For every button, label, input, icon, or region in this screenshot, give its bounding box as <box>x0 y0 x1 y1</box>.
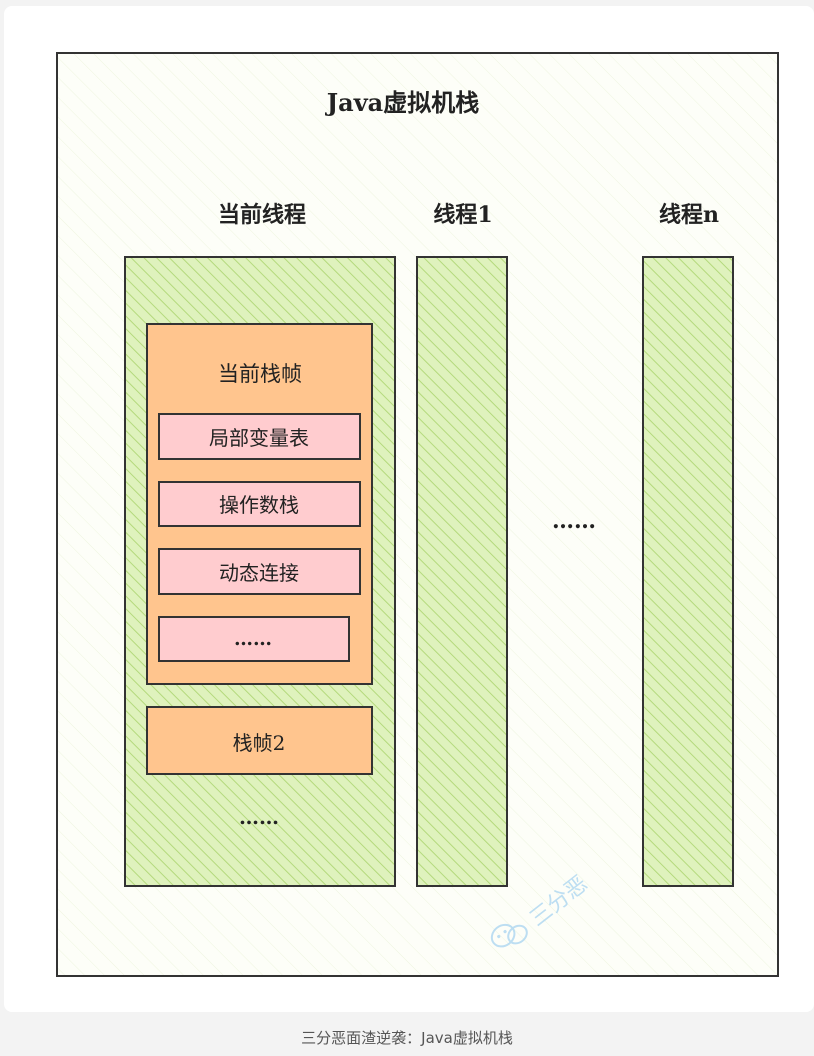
slot-operand-stack-label: 操作数栈 <box>219 493 299 517</box>
diagram-title: Java虚拟机栈 <box>325 88 479 117</box>
threadn-column <box>642 256 734 887</box>
thread1-label: 线程1 <box>433 202 492 228</box>
slot-dynamic-linking <box>158 548 361 595</box>
wechat-icon <box>490 923 528 948</box>
threadn-label: 线程n <box>659 202 719 228</box>
figure-caption: 三分恶面渣逆袭：Java虚拟机栈 <box>301 1029 513 1047</box>
frame2-label: 栈帧2 <box>233 731 286 755</box>
current-thread-label: 当前线程 <box>218 202 306 228</box>
slot-local-variables-label: 局部变量表 <box>209 426 309 450</box>
frame2-box <box>146 706 373 775</box>
frames-ellipsis: …… <box>239 805 279 829</box>
slot-local-variables <box>158 413 361 460</box>
current-frame-label: 当前栈帧 <box>218 362 302 386</box>
slot-operand-stack <box>158 481 361 527</box>
slot-more-label: …… <box>234 628 272 650</box>
threads-ellipsis: …… <box>552 508 596 534</box>
slot-more <box>158 616 350 662</box>
slot-dynamic-linking-label: 动态连接 <box>219 561 299 585</box>
thread1-column <box>416 256 508 887</box>
